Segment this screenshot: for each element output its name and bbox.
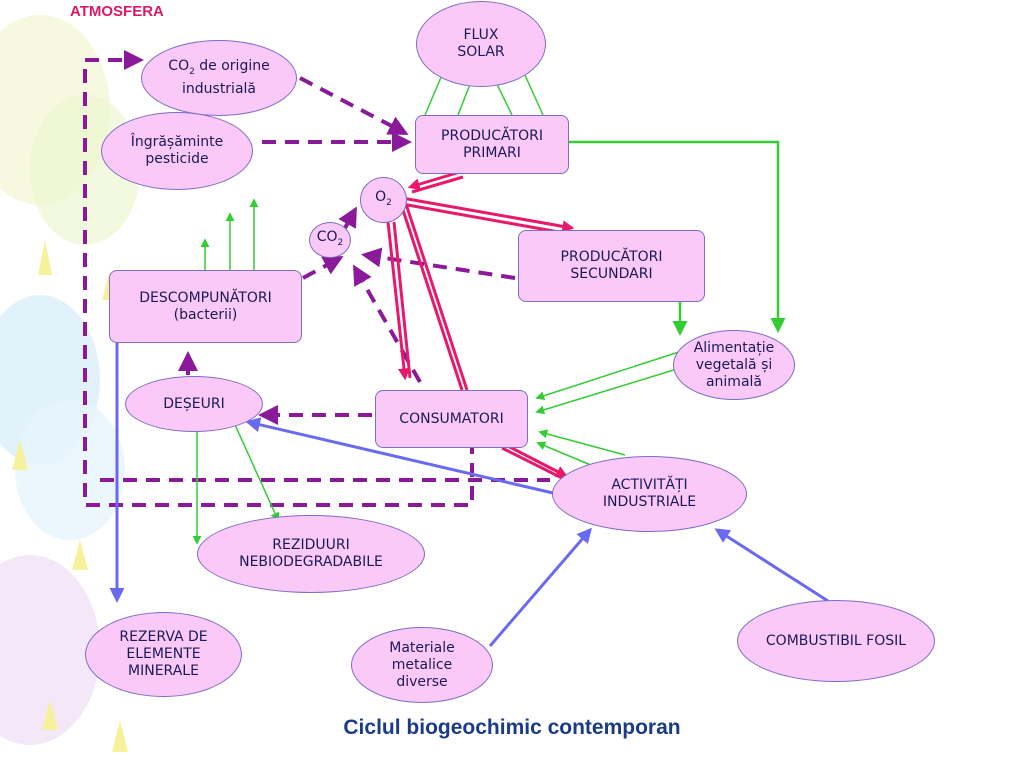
node-activitati-industriale: ACTIVITĂȚI INDUSTRIALE bbox=[552, 456, 747, 532]
dashed-purple-arrows bbox=[83, 50, 550, 507]
node-producatori-secundari: PRODUCĂTORI SECUNDARI bbox=[518, 230, 705, 302]
producatori-primari-label: PRODUCĂTORI PRIMARI bbox=[441, 127, 543, 161]
node-materiale-metalice: Materiale metalice diverse bbox=[351, 627, 493, 703]
co2-industrial-subscript: 2 bbox=[189, 66, 195, 77]
green-arrows bbox=[192, 41, 786, 545]
node-alimentatie: Alimentație vegetală și animală bbox=[673, 330, 795, 400]
descompunatori-label: DESCOMPUNĂTORI (bacterii) bbox=[139, 289, 272, 323]
consumatori-label: CONSUMATORI bbox=[399, 410, 504, 427]
node-flux-solar: FLUX SOLAR bbox=[416, 1, 546, 87]
node-combustibil-fosil: COMBUSTIBIL FOSIL bbox=[737, 600, 935, 682]
node-consumatori: CONSUMATORI bbox=[375, 390, 528, 448]
node-producatori-primari: PRODUCĂTORI PRIMARI bbox=[415, 115, 569, 174]
activitati-label: ACTIVITĂȚI INDUSTRIALE bbox=[602, 477, 697, 510]
co2-industrial-suffix: de origine industrială bbox=[182, 58, 270, 97]
o2-subscript: 2 bbox=[386, 197, 392, 208]
node-o2: O2 bbox=[360, 177, 407, 223]
node-rezerva-minerale: REZERVA DE ELEMENTE MINERALE bbox=[85, 612, 242, 697]
diagram-title: Ciclul biogeochimic contemporan bbox=[343, 716, 681, 739]
alimentatie-label: Alimentație vegetală și animală bbox=[693, 339, 775, 390]
producatori-secundari-label: PRODUCĂTORI SECUNDARI bbox=[560, 249, 663, 282]
ingrasaminte-label: Îngrășăminte pesticide bbox=[130, 134, 224, 167]
co2-subscript: 2 bbox=[337, 237, 344, 248]
reziduuri-label: REZIDUURI NEBIODEGRADABILE bbox=[239, 537, 383, 570]
co2-industrial-prefix: CO bbox=[168, 58, 190, 75]
co2-prefix: CO bbox=[316, 228, 338, 245]
flux-solar-label: FLUX SOLAR bbox=[457, 27, 505, 60]
node-descompunatori: DESCOMPUNĂTORI (bacterii) bbox=[109, 270, 302, 343]
node-deseuri: DEȘEURI bbox=[125, 376, 263, 432]
node-ingrasaminte: Îngrășăminte pesticide bbox=[101, 112, 253, 190]
node-co2: CO2 bbox=[309, 222, 351, 258]
node-co2-industrial: CO2 de origine industrială bbox=[141, 40, 297, 116]
pink-arrows bbox=[386, 170, 575, 482]
blue-arrows bbox=[109, 343, 829, 647]
atmosphere-heading: ATMOSFERA bbox=[70, 3, 164, 20]
combustibil-label: COMBUSTIBIL FOSIL bbox=[765, 632, 907, 649]
rezerva-label: REZERVA DE ELEMENTE MINERALE bbox=[119, 629, 208, 679]
materiale-label: Materiale metalice diverse bbox=[389, 639, 455, 690]
o2-prefix: O bbox=[375, 188, 387, 205]
node-reziduuri: REZIDUURI NEBIODEGRADABILE bbox=[197, 515, 425, 593]
deseuri-label: DEȘEURI bbox=[163, 395, 225, 412]
